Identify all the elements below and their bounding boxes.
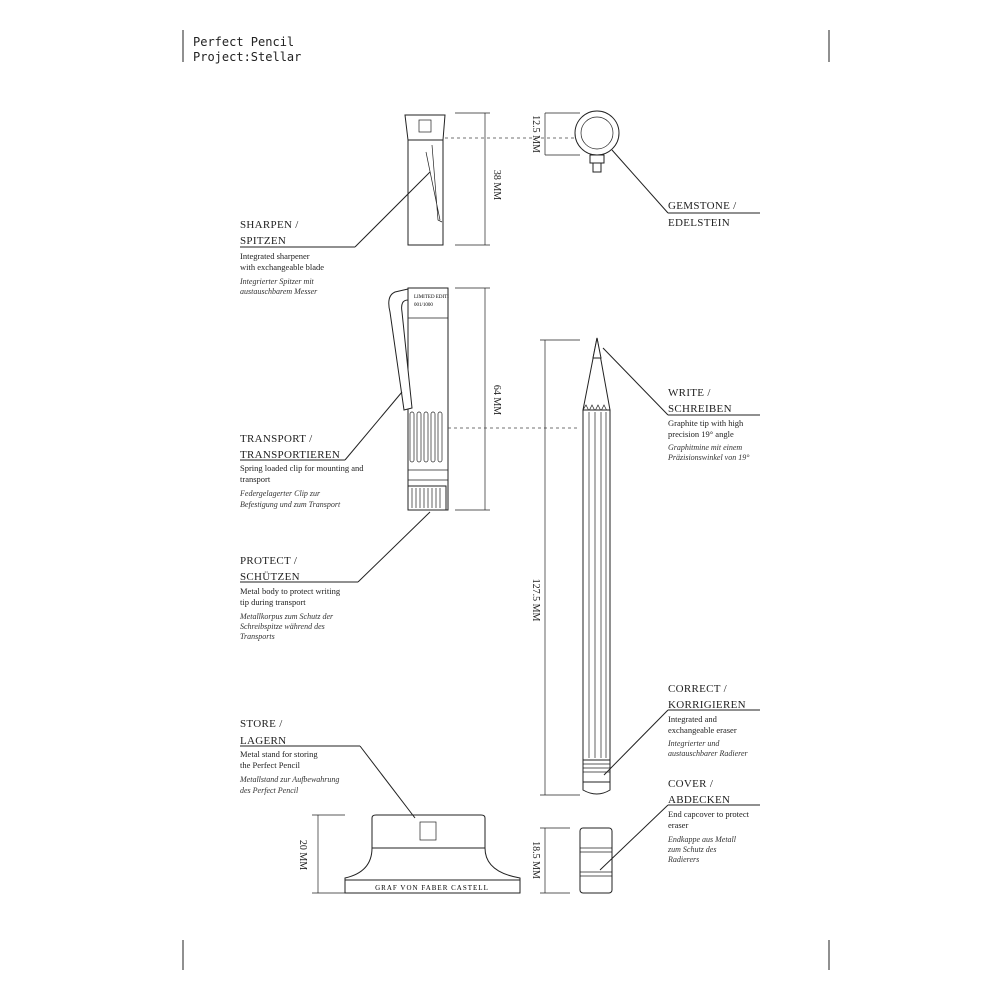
stand-drawing	[312, 814, 521, 894]
callout-text: des Perfect Pencil	[240, 786, 299, 795]
extender-engraving-number: 001/1000	[414, 303, 433, 308]
callout-text: Integrated and	[668, 714, 718, 724]
callout-text: SCHÜTZEN	[240, 571, 300, 583]
stand-dimension: 20 MM	[297, 840, 308, 870]
callout-text: SPITZEN	[240, 235, 286, 247]
callout-text: the Perfect Pencil	[240, 760, 301, 770]
callout-text: austauschbarer Radierer	[668, 749, 749, 758]
callout-text: exchangeable eraser	[668, 725, 737, 735]
callout-text: tip during transport	[240, 597, 306, 607]
callout-text: Radierers	[667, 855, 699, 864]
gemstone-drawing	[544, 110, 760, 214]
callout-text: Metal stand for storing	[240, 749, 318, 759]
callout-text: SCHREIBEN	[668, 403, 732, 415]
callout-text: zum Schutz des	[667, 845, 716, 854]
callout-text: TRANSPORT /	[240, 433, 313, 445]
callout-text: Schreibspitze während des	[240, 622, 325, 631]
callout-text: precision 19° angle	[668, 429, 734, 439]
callout-correct: CORRECT / KORRIGIEREN Integrated and exc…	[667, 683, 749, 758]
extender-drawing	[388, 287, 580, 511]
callout-text: Federgelagerter Clip zur	[239, 489, 321, 498]
callout-transport: TRANSPORT / TRANSPORTIEREN Spring loaded…	[239, 433, 364, 509]
callout-text: transport	[240, 474, 271, 484]
callout-text: End capcover to protect	[668, 809, 750, 819]
pencil-dimension: 127.5 MM	[530, 579, 541, 622]
sharpener-drawing	[404, 112, 580, 246]
callout-text: Spring loaded clip for mounting and	[240, 463, 364, 473]
callout-text: PROTECT /	[240, 555, 298, 567]
callout-text: Metallstand zur Aufbewahrung	[239, 775, 339, 784]
callout-text: KORRIGIEREN	[668, 699, 746, 711]
callout-text: Metal body to protect writing	[240, 586, 341, 596]
callout-text: Integrierter und	[667, 739, 720, 748]
callout-text: LAGERN	[240, 735, 286, 747]
callout-text: COVER /	[668, 778, 714, 790]
callout-text: STORE /	[240, 718, 283, 730]
sharpener-dimension: 38 MM	[491, 170, 502, 200]
callout-text: TRANSPORTIEREN	[240, 449, 340, 461]
callout-text: CORRECT /	[668, 683, 728, 695]
endcap-dimension: 18.5 MM	[530, 841, 541, 879]
callout-text: austauschbarem Messer	[240, 287, 318, 296]
callout-text: Metallkorpus zum Schutz der	[239, 612, 334, 621]
callout-text: SHARPEN /	[240, 219, 299, 231]
callout-write: WRITE / SCHREIBEN Graphite tip with high…	[667, 387, 750, 462]
callout-text: Integrierter Spitzer mit	[239, 277, 315, 286]
callout-sharpen: SHARPEN / SPITZEN Integrated sharpener w…	[239, 219, 324, 296]
stand-engraving: GRAF VON FABER CASTELL	[375, 884, 489, 892]
callout-text: WRITE /	[668, 387, 711, 399]
endcap-drawing	[540, 804, 760, 894]
callout-text: with exchangeable blade	[240, 262, 324, 272]
extender-dimension: 64 MM	[491, 385, 502, 415]
callout-text: eraser	[668, 820, 688, 830]
callout-gemstone: GEMSTONE / EDELSTEIN	[668, 200, 737, 229]
callout-text: Graphitmine mit einem	[668, 443, 742, 452]
callout-text: Integrated sharpener	[240, 251, 310, 261]
callout-cover: COVER / ABDECKEN End capcover to protect…	[667, 778, 750, 864]
pencil-drawing	[540, 337, 760, 796]
callout-text: ABDECKEN	[668, 794, 730, 806]
callout-text: Graphite tip with high	[668, 418, 744, 428]
callout-text: Endkappe aus Metall	[667, 835, 737, 844]
callout-text: GEMSTONE /	[668, 200, 737, 212]
crop-marks	[182, 30, 830, 970]
callout-text: Befestigung und zum Transport	[240, 500, 341, 509]
header-project: Project:Stellar	[193, 50, 301, 64]
callout-protect: PROTECT / SCHÜTZEN Metal body to protect…	[239, 555, 341, 641]
callout-text: Präzisionswinkel von 19°	[667, 453, 750, 462]
extender-engraving-edition: LIMITED EDITI	[414, 295, 449, 300]
callout-text: Transports	[240, 632, 275, 641]
header-title: Perfect Pencil	[193, 35, 294, 49]
callout-text: EDELSTEIN	[668, 217, 730, 229]
left-leader-lines	[240, 171, 431, 819]
gemstone-dimension: 12.5 MM	[530, 115, 541, 153]
callout-store: STORE / LAGERN Metal stand for storing t…	[239, 718, 339, 795]
